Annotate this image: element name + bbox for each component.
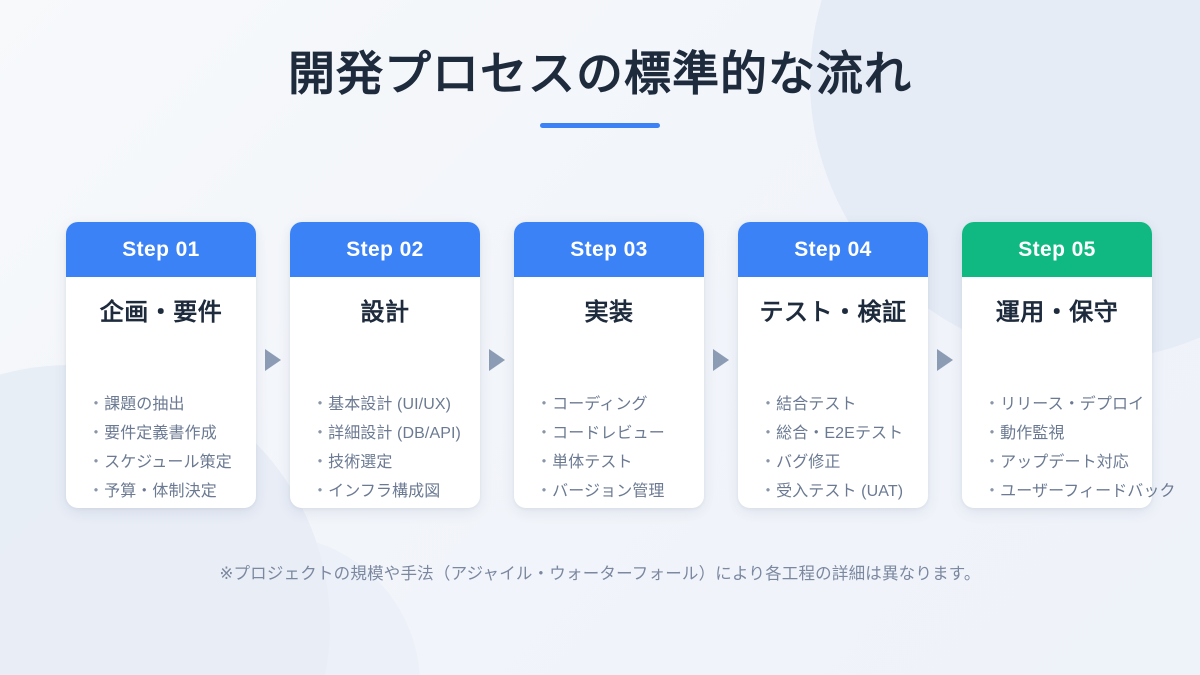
step-badge: Step 04: [738, 222, 928, 277]
list-item: スケジュール策定: [88, 448, 318, 477]
list-item: バージョン管理: [536, 477, 766, 506]
step-badge: Step 03: [514, 222, 704, 277]
card[interactable]: Step 05運用・保守リリース・デプロイ動作監視アップデート対応ユーザーフィー…: [962, 222, 1176, 508]
arrow-right-triangle: [937, 349, 953, 371]
arrow-right-icon: [704, 222, 738, 508]
step-item-list: コーディングコードレビュー単体テストバージョン管理: [522, 390, 766, 506]
arrow-right-icon: [480, 222, 514, 508]
arrow-right-icon: [928, 222, 962, 508]
step-title: テスト・検証: [759, 299, 907, 326]
list-item: バグ修正: [760, 448, 990, 477]
arrow-right-triangle: [713, 349, 729, 371]
step-title: 設計: [360, 299, 410, 326]
list-item: ユーザーフィードバック: [984, 477, 1200, 506]
step-card-3[interactable]: Step 03実装コーディングコードレビュー単体テストバージョン管理: [514, 222, 704, 508]
list-item: アップデート対応: [984, 448, 1200, 477]
step-card-2[interactable]: Step 02設計基本設計 (UI/UX)詳細設計 (DB/API)技術選定イン…: [290, 222, 480, 508]
list-item: 単体テスト: [536, 448, 766, 477]
list-item: 基本設計 (UI/UX): [312, 390, 542, 419]
step-badge: Step 01: [66, 222, 256, 277]
step-item-list: 課題の抽出要件定義書作成スケジュール策定予算・体制決定: [74, 390, 318, 506]
list-item: 受入テスト (UAT): [760, 477, 990, 506]
list-item: コーディング: [536, 390, 766, 419]
title-accent-rule: [540, 123, 660, 128]
list-item: 予算・体制決定: [88, 477, 318, 506]
list-item: 技術選定: [312, 448, 542, 477]
footnote-text: ※プロジェクトの規模や手法（アジャイル・ウォーターフォール）により各工程の詳細は…: [219, 565, 981, 583]
arrow-right-icon: [256, 222, 290, 508]
list-item: 動作監視: [984, 419, 1200, 448]
step-title: 実装: [584, 299, 634, 326]
list-item: 結合テスト: [760, 390, 990, 419]
list-item: リリース・デプロイ: [984, 390, 1200, 419]
step-title: 企画・要件: [99, 299, 223, 326]
list-item: 課題の抽出: [88, 390, 318, 419]
step-title: 運用・保守: [995, 299, 1119, 326]
list-item: インフラ構成図: [312, 477, 542, 506]
list-item: 総合・E2Eテスト: [760, 419, 990, 448]
arrow-right-triangle: [265, 349, 281, 371]
list-item: コードレビュー: [536, 419, 766, 448]
step-item-list: 基本設計 (UI/UX)詳細設計 (DB/API)技術選定インフラ構成図: [298, 390, 542, 506]
list-item: 要件定義書作成: [88, 419, 318, 448]
list-item: 詳細設計 (DB/API): [312, 419, 542, 448]
step-item-list: 結合テスト総合・E2Eテストバグ修正受入テスト (UAT): [746, 390, 990, 506]
step-badge: Step 02: [290, 222, 480, 277]
card[interactable]: Step 03実装コーディングコードレビュー単体テストバージョン管理: [514, 222, 704, 508]
page-title: 開発プロセスの標準的な流れ: [288, 47, 912, 100]
card[interactable]: Step 02設計基本設計 (UI/UX)詳細設計 (DB/API)技術選定イン…: [290, 222, 480, 508]
step-card-5[interactable]: Step 05運用・保守リリース・デプロイ動作監視アップデート対応ユーザーフィー…: [962, 222, 1176, 508]
process-step-row: Step 01 企画・要件課題の抽出要件定義書作成スケジュール策定予算・体制決定 S…: [66, 222, 1196, 512]
step-badge: Step 05: [962, 222, 1152, 277]
arrow-right-triangle: [489, 349, 505, 371]
step-item-list: リリース・デプロイ動作監視アップデート対応ユーザーフィードバック: [970, 390, 1200, 506]
